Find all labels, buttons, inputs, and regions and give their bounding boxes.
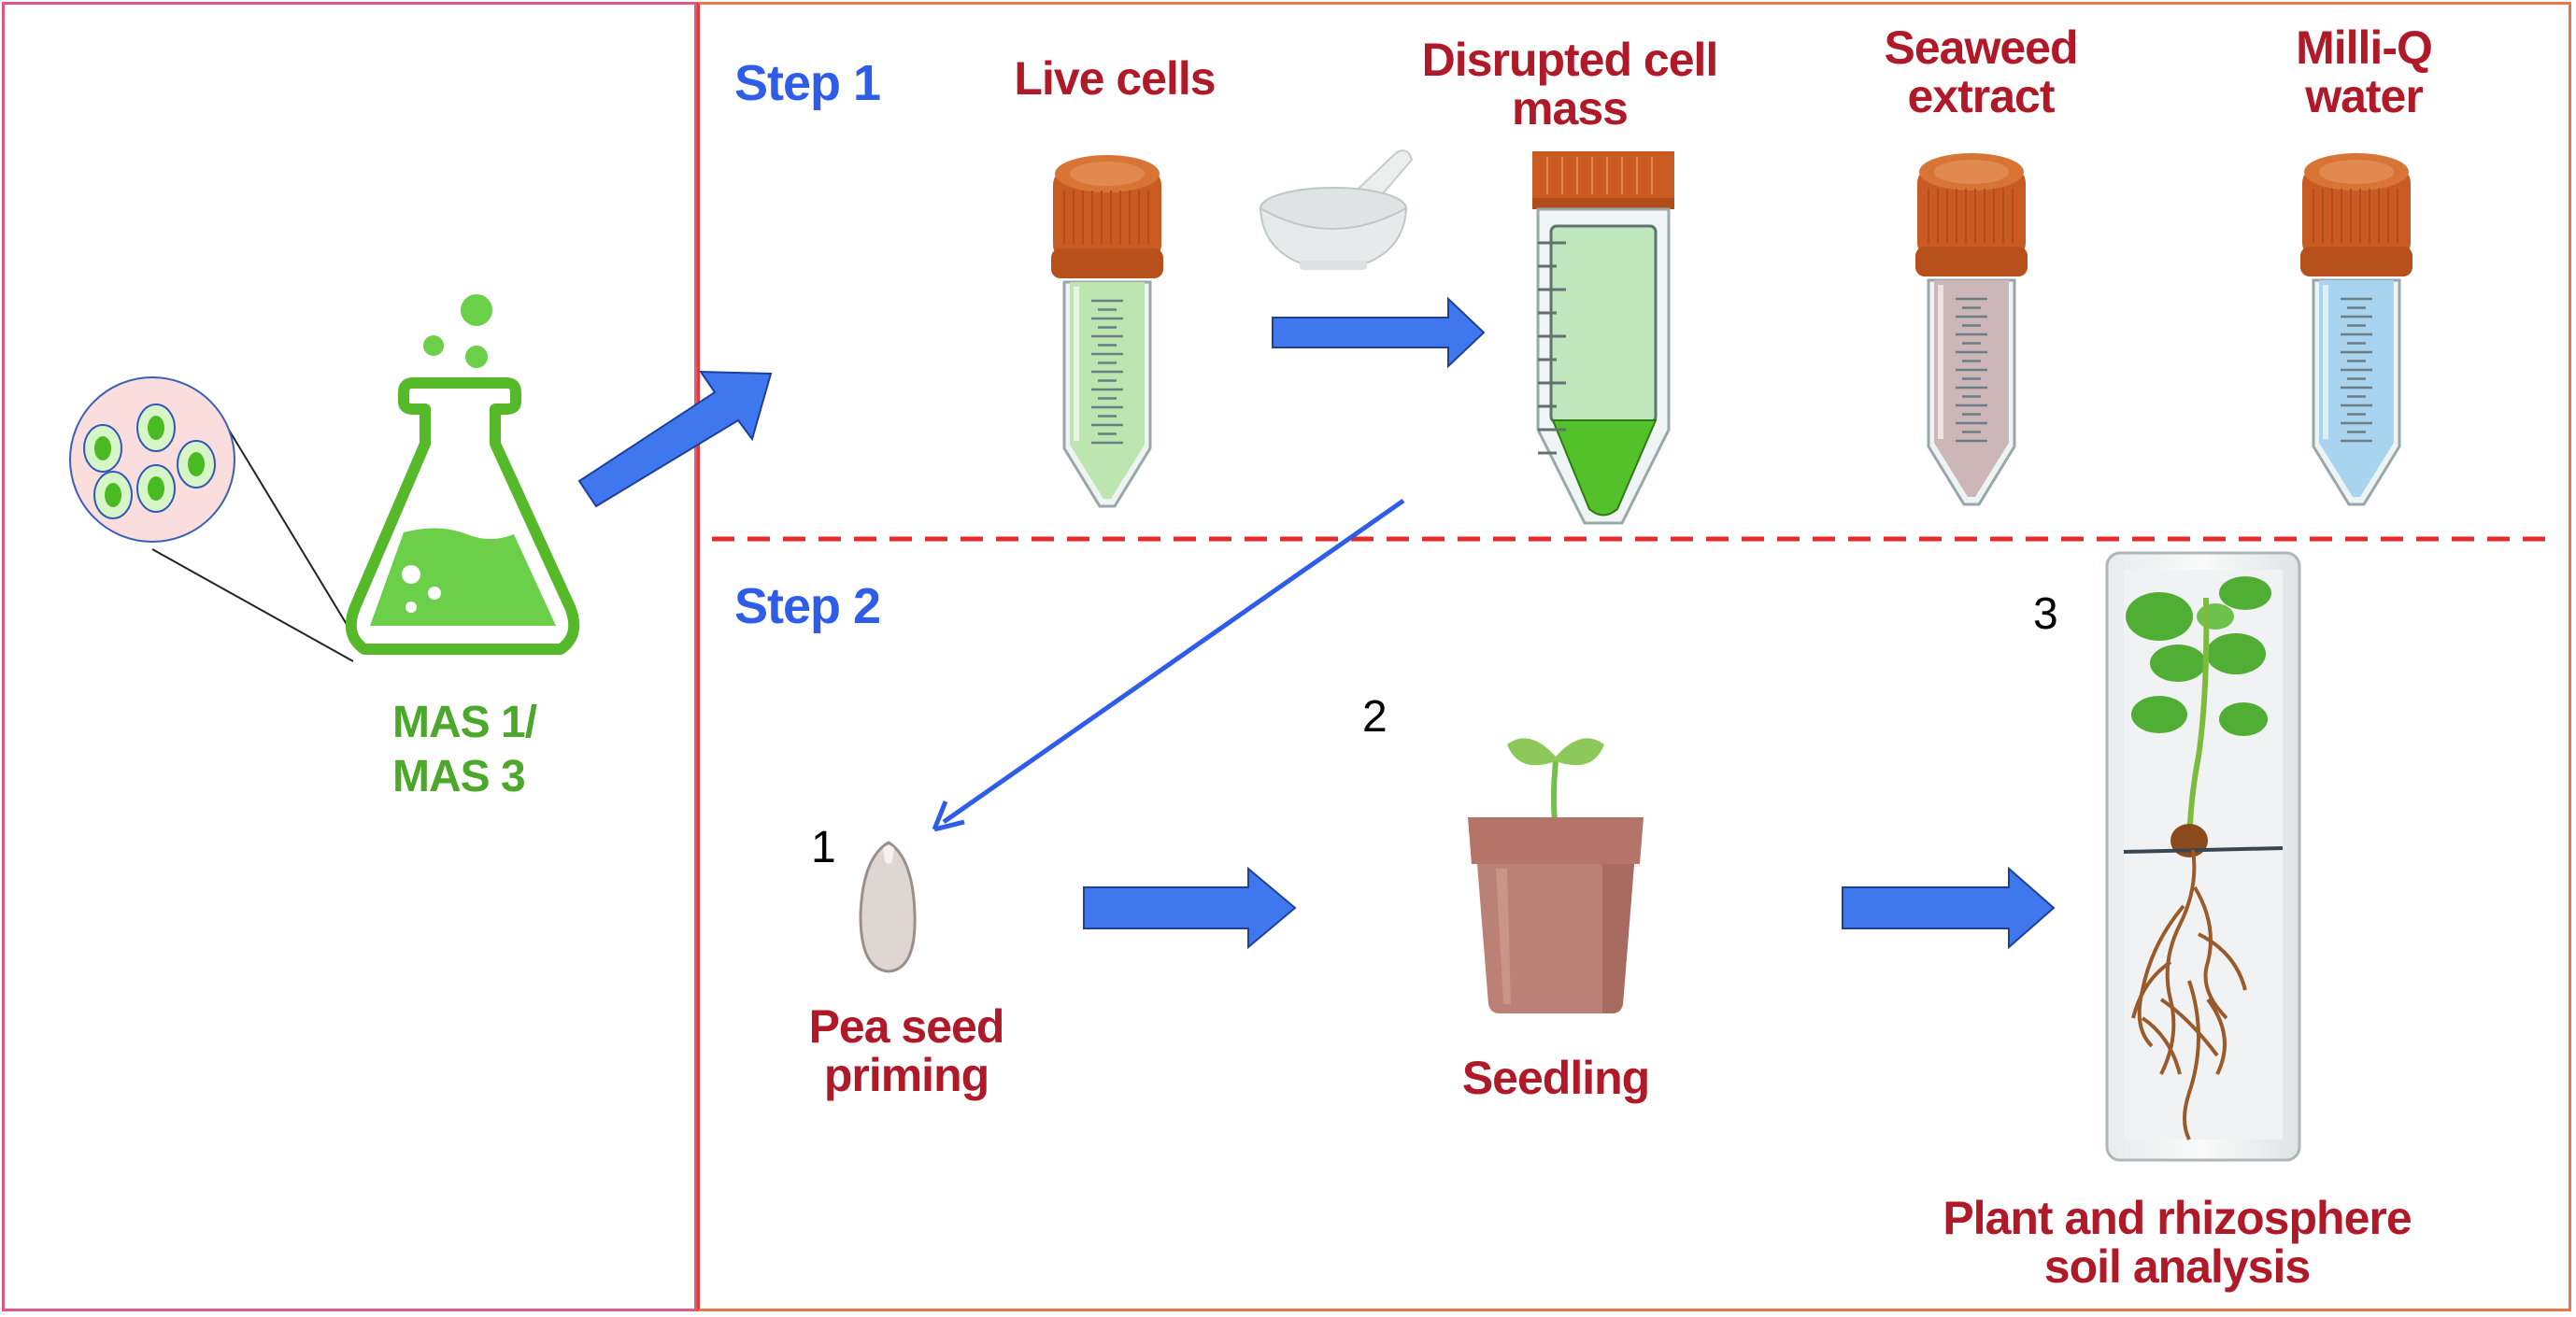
- pea-plant-photo: [2105, 551, 2301, 1162]
- arrow-to-seed-icon: [932, 498, 1405, 832]
- arrow-right-icon: [1842, 866, 2056, 950]
- pea-seed-priming-label: Pea seed priming: [766, 1002, 1046, 1099]
- stage-number: 1: [811, 823, 836, 872]
- mortar-pestle-icon: [1259, 149, 1414, 270]
- potted-seedling-icon: [1468, 738, 1644, 1013]
- label-line1: Seedling: [1461, 1052, 1650, 1104]
- label-line2: extract: [1907, 70, 2056, 122]
- left-panel: [2, 2, 697, 1311]
- label-line1: Seaweed: [1884, 21, 2078, 74]
- seedling-label: Seedling: [1416, 1054, 1696, 1102]
- label-line1: Pea seed: [808, 1000, 1005, 1053]
- organism-label-line1: MAS 1/: [392, 698, 537, 747]
- live-cells-label: Live cells: [975, 54, 1255, 103]
- falcon-tube-icon: [1532, 151, 1674, 525]
- stage-number: 3: [2033, 589, 2058, 639]
- label-line2: mass: [1512, 82, 1629, 135]
- label-line2: priming: [823, 1049, 989, 1101]
- falcon-tube-icon: [1915, 153, 2028, 506]
- cell-magnification-icon: [69, 376, 354, 662]
- label-line1: Disrupted cell: [1421, 34, 1719, 86]
- arrow-right-icon: [1083, 866, 1297, 950]
- arrow-right-icon: [1272, 296, 1486, 369]
- label-line1: Live cells: [1014, 52, 1216, 105]
- right-panel: [697, 2, 2571, 1311]
- label-line1: Plant and rhizosphere: [1943, 1192, 2412, 1244]
- milli-q-water-label: Milli-Q water: [2214, 23, 2513, 120]
- label-line2: soil analysis: [2043, 1240, 2311, 1293]
- step2-title: Step 2: [734, 578, 881, 634]
- label-line1: Milli-Q: [2296, 21, 2433, 74]
- label-line2: water: [2305, 70, 2424, 122]
- falcon-tube-icon: [1051, 155, 1163, 508]
- seaweed-extract-label: Seaweed extract: [1831, 23, 2130, 120]
- flask-icon: [345, 294, 580, 655]
- organism-label: MAS 1/ MAS 3: [392, 696, 537, 804]
- step1-title: Step 1: [734, 55, 881, 111]
- arrow-to-step1-icon: [577, 370, 773, 508]
- plant-analysis-label: Plant and rhizosphere soil analysis: [1897, 1194, 2457, 1291]
- stage-number: 2: [1362, 692, 1388, 742]
- seed-icon: [859, 841, 917, 973]
- organism-label-line2: MAS 3: [392, 752, 526, 801]
- falcon-tube-icon: [2300, 153, 2412, 506]
- disrupted-cell-mass-label: Disrupted cell mass: [1383, 35, 1757, 133]
